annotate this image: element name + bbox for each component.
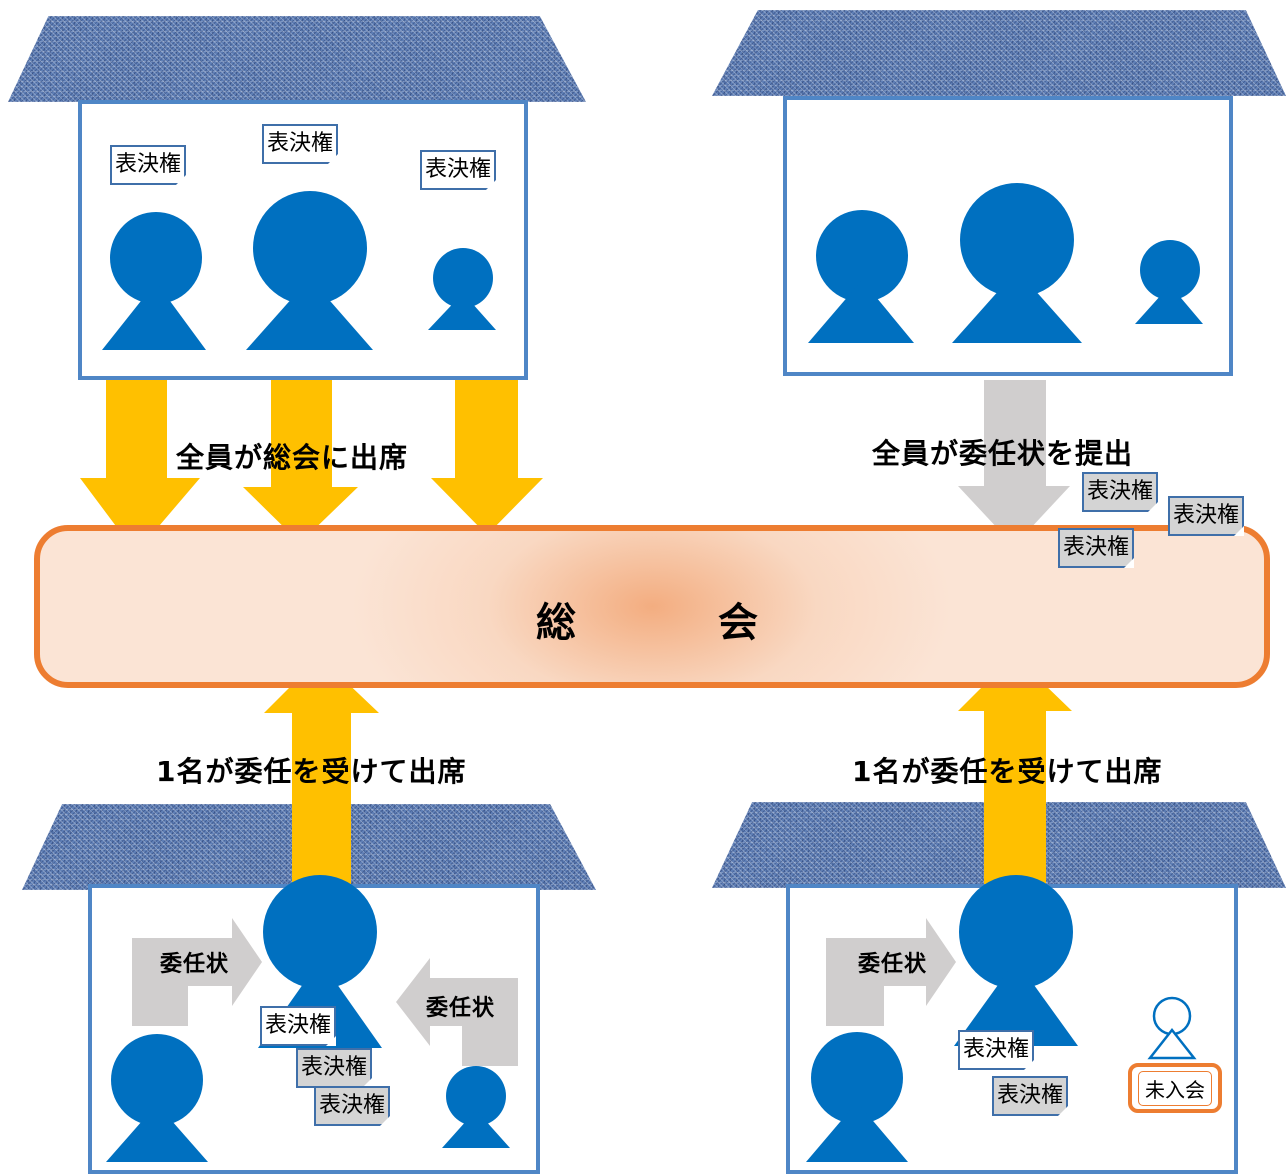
nonmember-person-icon: [1147, 996, 1197, 1060]
person-icon: [954, 875, 1078, 1046]
attend-arrow: [431, 346, 543, 535]
attend-arrow: [243, 362, 358, 543]
vote-right-slip: 表決権: [420, 150, 497, 190]
proxy-label: 委任状: [426, 996, 496, 1021]
person-icon: [246, 191, 373, 350]
person-icon: [442, 1066, 510, 1148]
vote-right-slip: 表決権: [262, 124, 339, 164]
proxy-label: 委任状: [160, 952, 230, 977]
person-icon: [952, 183, 1082, 343]
proxy-transfer-arrow: [826, 918, 956, 1026]
house-icon: [8, 16, 586, 102]
person-icon: [106, 1034, 208, 1162]
caption-all-attend: 全員が総会に出席: [176, 441, 409, 474]
person-icon: [808, 210, 914, 343]
caption-all-submit-proxy: 全員が委任状を提出: [872, 437, 1134, 470]
nonmember-badge: 未入会: [1128, 1063, 1222, 1113]
nonmember-label: 未入会: [1138, 1070, 1212, 1106]
person-icon: [428, 248, 496, 330]
house-icon: [712, 10, 1286, 96]
person-icon: [1135, 240, 1203, 324]
person-icon: [102, 212, 206, 350]
vote-right-slip: 表決権: [1082, 472, 1159, 512]
attend-arrow-overlap: [984, 800, 1046, 884]
attend-arrow: [80, 369, 200, 553]
proxy-submit-arrow: [958, 380, 1070, 546]
vote-right-slip: 表決権: [296, 1048, 373, 1088]
vote-right-slip: 表決権: [314, 1086, 391, 1126]
caption-one-delegate-right: 1名が委任を受けて出席: [852, 755, 1163, 788]
proxy-transfer-arrow: [396, 958, 518, 1066]
vote-right-slip: 表決権: [1058, 528, 1135, 568]
proxy-transfer-arrow: [132, 918, 262, 1026]
person-icon: [806, 1032, 908, 1162]
vote-right-slip: 表決権: [110, 145, 187, 185]
caption-one-delegate-left: 1名が委任を受けて出席: [156, 755, 467, 788]
vote-right-slip: 表決権: [1168, 496, 1245, 536]
proxy-label: 委任状: [858, 952, 928, 977]
vote-right-slip: 表決権: [260, 1006, 337, 1046]
meeting-label-char-2: 会: [718, 600, 758, 646]
attend-arrow-overlap: [292, 800, 351, 884]
meeting-label-char-1: 総: [536, 600, 576, 646]
vote-right-slip: 表決権: [958, 1030, 1035, 1070]
vote-right-slip: 表決権: [992, 1076, 1069, 1116]
